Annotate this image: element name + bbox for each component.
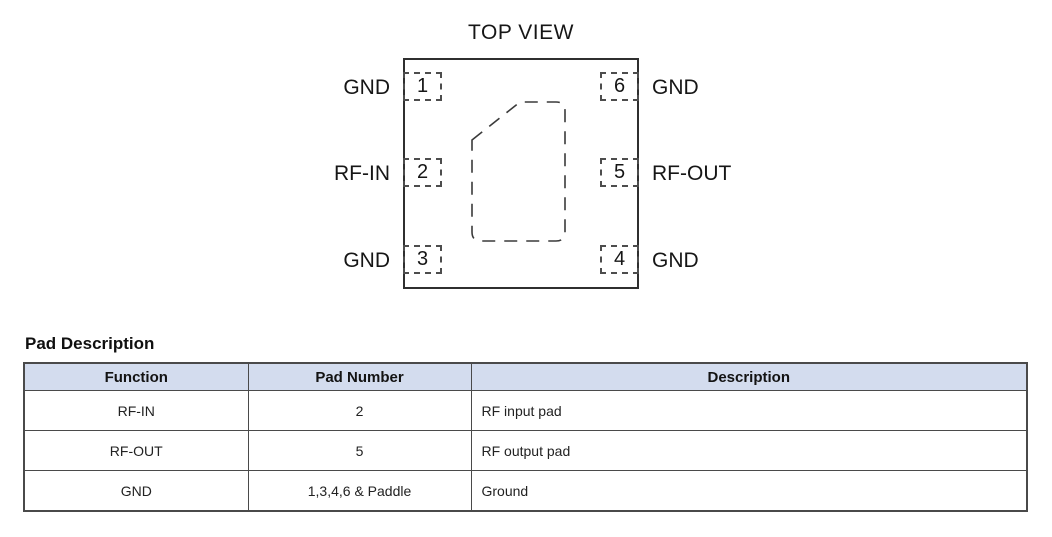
pin-4-label: GND <box>652 249 699 272</box>
top-view-title: TOP VIEW <box>468 21 574 44</box>
pad-1-number: 1 <box>416 75 429 97</box>
pin-3-label: GND <box>343 249 390 272</box>
pad-4-number: 4 <box>613 248 626 270</box>
pad-5-number: 5 <box>613 161 626 183</box>
pad-1: 1 <box>403 72 442 101</box>
column-header-pad-number: Pad Number <box>247 362 472 391</box>
pin-6-label: GND <box>652 76 699 99</box>
column-header-function: Function <box>23 362 249 391</box>
pad-6-number: 6 <box>613 75 626 97</box>
pad-5: 5 <box>600 158 639 187</box>
pin-1-label: GND <box>343 76 390 99</box>
paddle-path <box>471 101 566 242</box>
pad-3: 3 <box>403 245 442 274</box>
cell-description: RF input pad <box>470 390 1028 431</box>
table-row: GND 1,3,4,6 & Paddle Ground <box>23 470 1028 512</box>
table-row: RF-IN 2 RF input pad <box>23 390 1028 431</box>
pad-2: 2 <box>403 158 442 187</box>
cell-pad-number: 2 <box>247 390 472 431</box>
pad-2-number: 2 <box>416 161 429 183</box>
cell-pad-number: 5 <box>247 430 472 471</box>
cell-function: RF-IN <box>23 390 249 431</box>
pad-3-number: 3 <box>416 248 429 270</box>
pad-description-heading: Pad Description <box>25 334 155 353</box>
pad-6: 6 <box>600 72 639 101</box>
pin-2-label: RF-IN <box>334 162 390 185</box>
table-row: RF-OUT 5 RF output pad <box>23 430 1028 471</box>
pad-4: 4 <box>600 245 639 274</box>
cell-function: RF-OUT <box>23 430 249 471</box>
pad-description-table: Function Pad Number Description RF-IN 2 … <box>23 362 1028 512</box>
cell-description: RF output pad <box>470 430 1028 471</box>
column-header-description: Description <box>470 362 1028 391</box>
pin-5-label: RF-OUT <box>652 162 732 185</box>
package-outline: 1 2 3 6 5 4 <box>403 58 639 289</box>
cell-pad-number: 1,3,4,6 & Paddle <box>247 470 472 512</box>
cell-description: Ground <box>470 470 1028 512</box>
table-header-row: Function Pad Number Description <box>23 362 1028 391</box>
cell-function: GND <box>23 470 249 512</box>
